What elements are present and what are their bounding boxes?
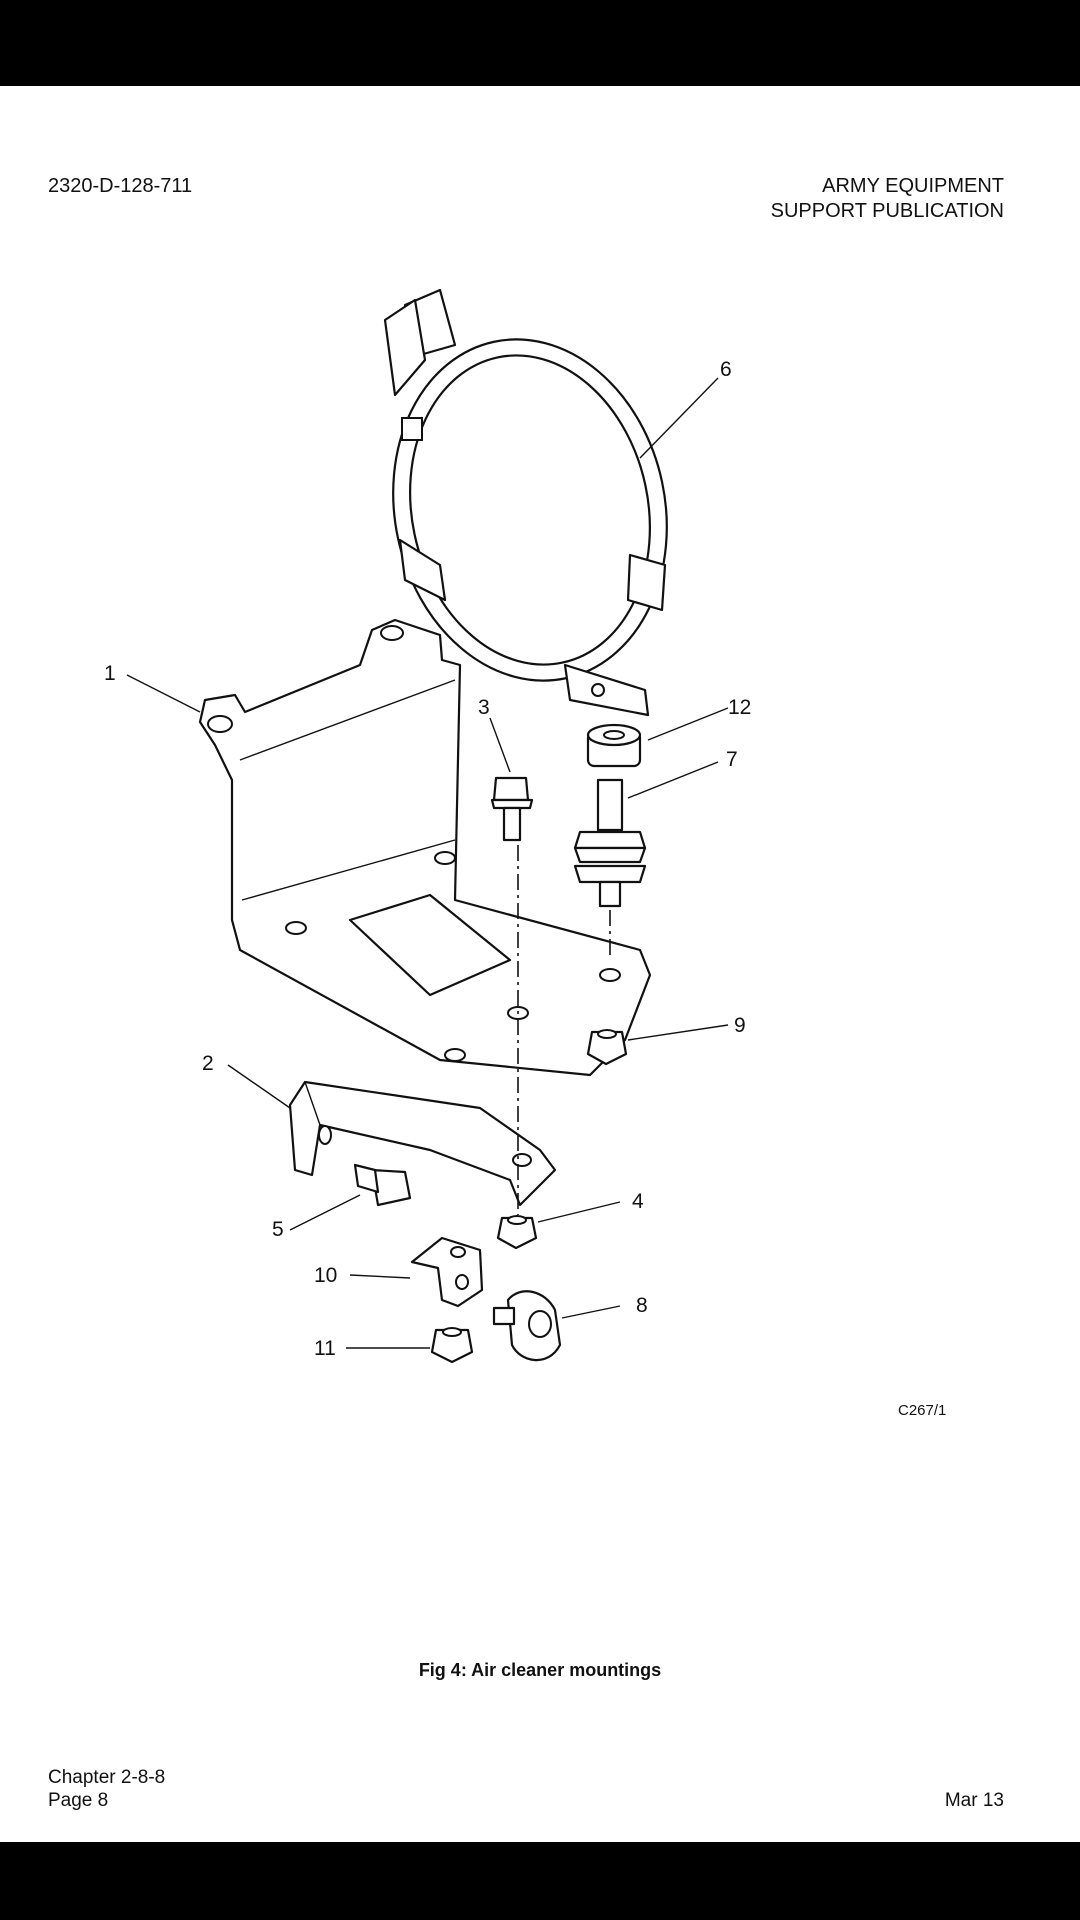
part-7-stud [573, 778, 647, 908]
exploded-parts-diagram: 1 2 3 4 5 6 7 8 9 10 11 12 [104, 288, 751, 1364]
callout-11: 11 [314, 1337, 336, 1360]
part-12-spacer [586, 723, 642, 768]
publisher-line-1: ARMY EQUIPMENT [822, 175, 1004, 197]
callout-3: 3 [478, 696, 490, 719]
part-10-angle-bracket [410, 1236, 484, 1308]
callout-10: 10 [314, 1264, 337, 1287]
leader-lines [126, 377, 729, 1349]
footer-left: Chapter 2-8-8 Page 8 [48, 1766, 165, 1812]
figure-reference-code: C267/1 [898, 1402, 947, 1419]
top-black-bar [0, 0, 1080, 86]
page-number: Page 8 [48, 1790, 109, 1811]
bottom-black-bar [0, 1842, 1080, 1920]
part-9-nut [586, 1029, 628, 1066]
part-11-nut [430, 1327, 474, 1364]
callout-9: 9 [734, 1014, 746, 1037]
part-6-clamp-ring [383, 288, 668, 717]
part-8-clip [492, 1290, 562, 1362]
callout-12: 12 [728, 696, 751, 719]
part-1-main-bracket [198, 618, 652, 1077]
callout-7: 7 [726, 748, 738, 771]
issue-date: Mar 13 [944, 1790, 1004, 1811]
callout-4: 4 [632, 1190, 644, 1213]
publisher-line-2: SUPPORT PUBLICATION [770, 200, 1004, 222]
part-2-channel-bracket [288, 1080, 557, 1207]
part-3-bolt [490, 776, 534, 842]
chapter-number: Chapter 2-8-8 [48, 1767, 166, 1788]
publisher-block: ARMY EQUIPMENT SUPPORT PUBLICATION [771, 174, 1004, 224]
part-4-nut [496, 1215, 538, 1250]
document-number: 2320-D-128-711 [48, 175, 193, 197]
callout-6: 6 [720, 358, 732, 381]
callout-8: 8 [636, 1294, 648, 1317]
callout-5: 5 [272, 1218, 284, 1241]
part-5-bolt [353, 1163, 412, 1207]
callout-2: 2 [202, 1052, 214, 1075]
figure-caption: Fig 4: Air cleaner mountings [418, 1660, 662, 1680]
callout-1: 1 [104, 662, 116, 685]
